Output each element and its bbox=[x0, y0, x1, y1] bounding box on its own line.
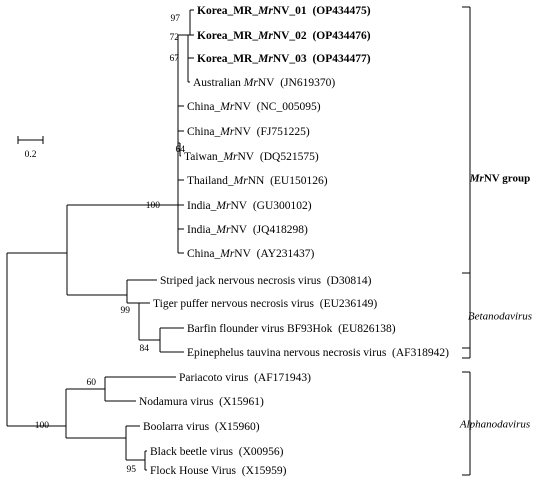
taxon-label: Korea_MR_MrNV_01 (OP434475) bbox=[197, 5, 371, 17]
group-label: Betanodavirus bbox=[468, 311, 532, 323]
bootstrap-value: 99 bbox=[121, 306, 131, 316]
taxon-label: Black beetle virus (X00956) bbox=[150, 446, 284, 458]
group-label: Alphanodavirus bbox=[459, 419, 530, 431]
taxon-label: Boolarra virus (X15960) bbox=[143, 421, 260, 433]
taxon-label: Barfin flounder virus BF93Hok (EU826138) bbox=[187, 323, 396, 335]
bootstrap-value: 72 bbox=[170, 33, 180, 43]
bootstrap-value: 67 bbox=[170, 54, 180, 64]
scale-bar-label: 0.2 bbox=[25, 150, 37, 160]
taxon-label: Korea_MR_MrNV_03 (OP434477) bbox=[197, 53, 371, 65]
taxon-label: Taiwan_MrNV (DQ521575) bbox=[184, 151, 319, 163]
bootstrap-value: 64 bbox=[176, 145, 186, 155]
bootstrap-value: 60 bbox=[87, 378, 97, 388]
bootstrap-value: 97 bbox=[171, 14, 181, 24]
taxon-label: Nodamura virus (X15961) bbox=[139, 396, 264, 408]
bootstrap-value: 84 bbox=[140, 344, 150, 354]
taxon-label: China_MrNV (NC_005095) bbox=[187, 101, 321, 113]
taxon-label: Australian MrNV (JN619370) bbox=[193, 77, 335, 89]
taxon-label: Striped jack nervous necrosis virus (D30… bbox=[160, 275, 372, 287]
bootstrap-value: 100 bbox=[146, 201, 161, 211]
taxon-label: India_MrNV (JQ418298) bbox=[187, 224, 308, 236]
bootstrap-value: 95 bbox=[127, 465, 137, 475]
taxon-label: Tiger puffer nervous necrosis virus (EU2… bbox=[153, 298, 377, 310]
taxon-label: Epinephelus tauvina nervous necrosis vir… bbox=[187, 347, 449, 359]
taxon-label: Pariacoto virus (AF171943) bbox=[179, 372, 311, 384]
taxon-label: China_MrNV (FJ751225) bbox=[187, 126, 310, 138]
taxon-label: Thailand_MrNN (EU150126) bbox=[187, 175, 328, 187]
taxon-label: Flock House Virus (X15959) bbox=[150, 465, 287, 477]
taxon-label: India_MrNV (GU300102) bbox=[187, 200, 312, 212]
taxon-label: Korea_MR_MrNV_02 (OP434476) bbox=[197, 30, 371, 42]
bootstrap-value: 100 bbox=[35, 421, 50, 431]
group-label: MrNV group bbox=[469, 173, 530, 185]
taxon-label: China_MrNV (AY231437) bbox=[187, 248, 315, 260]
